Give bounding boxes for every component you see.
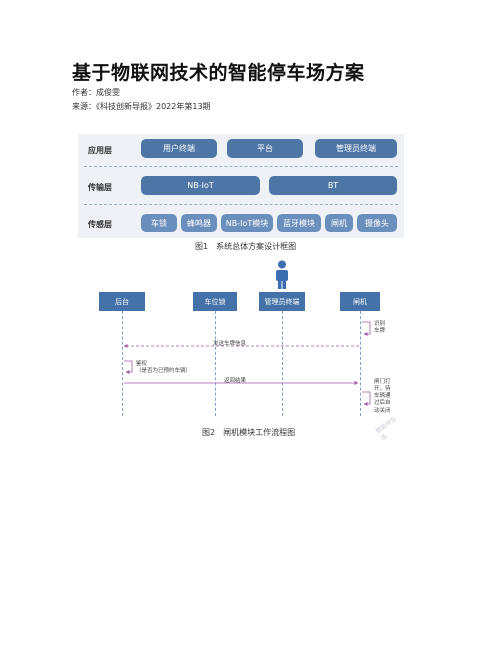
- layer-label-sensing: 传感层: [88, 220, 112, 229]
- actor-backend: 后台: [99, 292, 145, 311]
- sequence-arrows: [123, 321, 371, 406]
- lifeline-backend: [122, 311, 123, 416]
- block-buzzer: 蜂鸣器: [181, 214, 217, 232]
- article-author: 作者：成俊雯: [72, 88, 120, 97]
- block-bt: BT: [269, 176, 397, 195]
- block-user-terminal: 用户终端: [141, 139, 217, 158]
- lifeline-parking-lock: [215, 311, 216, 416]
- figure1-caption: 图1 系统总体方案设计框图: [195, 242, 297, 251]
- block-camera: 摄像头: [357, 214, 397, 232]
- msg-return-result: 返回结果: [224, 378, 247, 384]
- block-admin-terminal: 管理员终端: [315, 139, 397, 158]
- actor-gate: 闸机: [340, 292, 380, 311]
- figure2-caption: 图2 闸机模块工作流程图: [202, 428, 296, 437]
- lifeline-gate: [360, 311, 361, 416]
- lifeline-admin-terminal: [282, 311, 283, 416]
- article-title: 基于物联网技术的智能停车场方案: [72, 62, 365, 84]
- block-car-lock: 车锁: [141, 214, 177, 232]
- layer-divider: [84, 204, 398, 205]
- actor-admin-terminal: 管理员终端: [259, 292, 305, 311]
- block-gate: 闸机: [325, 214, 353, 232]
- block-nb-iot: NB-IoT: [141, 176, 260, 195]
- msg-send-plate: 发送车牌信息: [213, 341, 247, 347]
- block-bluetooth-module: 蓝牙模块: [277, 214, 321, 232]
- block-platform: 平台: [227, 139, 303, 158]
- msg-gate-action: 闸门打 开，待 车辆通 过后自 动关闭: [374, 379, 391, 414]
- layer-label-application: 应用层: [88, 146, 112, 155]
- msg-match: 鉴权 （是否为已预约车辆）: [136, 361, 192, 375]
- person-icon: [276, 260, 288, 289]
- msg-identify-plate: 识别 车牌: [374, 321, 386, 335]
- sequence-diagram: 后台 车位锁 管理员终端 闸机 识别 车牌 发送车牌信息 鉴权 （是否为已预约车…: [78, 258, 404, 442]
- layer-label-transport: 传输层: [88, 183, 112, 192]
- article-source: 来源：《科技创新导报》2022年第13期: [72, 102, 211, 111]
- actor-parking-lock: 车位锁: [193, 292, 237, 311]
- layer-divider: [84, 166, 398, 167]
- architecture-diagram: 应用层 用户终端 平台 管理员终端 传输层 NB-IoT BT 传感层 车锁 蜂…: [78, 134, 404, 238]
- block-nb-iot-module: NB-IoT模块: [221, 214, 273, 232]
